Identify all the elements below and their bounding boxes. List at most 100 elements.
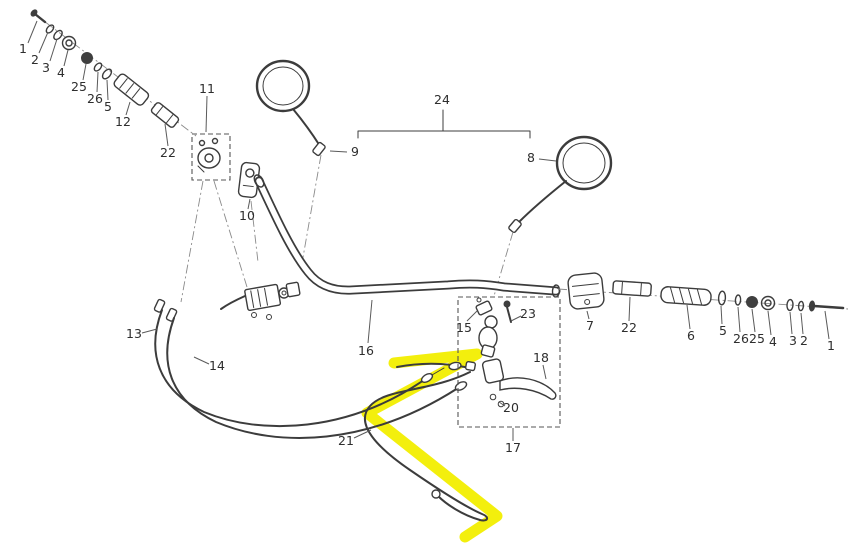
leader-22-right (628, 296, 631, 322)
dashed-box-11 (191, 133, 231, 181)
highlight-part-21 (361, 348, 503, 543)
callout-18: 18 (533, 349, 549, 365)
nut-4-right-hole (764, 299, 772, 307)
callout-20: 20 (503, 399, 519, 415)
mirror-9 (255, 59, 326, 264)
master-cylinder (220, 281, 301, 320)
leader-1-right (824, 310, 830, 340)
cap-25-right (746, 296, 758, 308)
nut-4-right (760, 295, 776, 311)
callout-26-right: 26 (733, 330, 749, 346)
leader-7 (586, 310, 590, 320)
bar-end-22-right (612, 280, 652, 297)
bolt-23 (503, 300, 512, 323)
washer-26-right (734, 294, 742, 306)
leader-10 (247, 198, 251, 210)
callout-5-right: 5 (719, 322, 727, 338)
leader-4-right (767, 310, 772, 336)
washer-5-left (101, 68, 113, 80)
brake-lever-assembly-17 (457, 296, 561, 428)
leader-8 (538, 158, 557, 162)
lever-pivot (481, 358, 505, 384)
left-fastener-stack (30, 9, 197, 137)
callout-12: 12 (115, 113, 131, 129)
leader-23 (510, 315, 522, 322)
callout-11: 11 (199, 80, 215, 96)
callout-17: 17 (505, 439, 521, 455)
callout-8: 8 (527, 149, 535, 165)
leader-lines (27, 20, 830, 441)
callout-1-left: 1 (19, 40, 27, 56)
callout-5-left: 5 (104, 98, 112, 114)
callout-6: 6 (687, 327, 695, 343)
leader-5-right (720, 305, 723, 325)
callout-2-left: 2 (31, 51, 39, 67)
nut-4-left-hole (65, 39, 73, 47)
callout-3-right: 3 (789, 332, 797, 348)
leader-3-left (49, 38, 58, 62)
leader-5-left (106, 79, 109, 101)
brake-lever-18 (499, 377, 557, 400)
nut-4-left (61, 35, 77, 51)
callout-26-left: 26 (87, 90, 103, 106)
leader-1-left (27, 20, 38, 44)
leader-14 (193, 356, 210, 365)
leader-13 (141, 328, 158, 334)
leader-12 (125, 101, 131, 116)
callout-2-right: 2 (800, 332, 808, 348)
leader-11 (205, 95, 208, 133)
leader-3-right (789, 311, 793, 335)
washer-26-left (93, 62, 103, 72)
callout-15: 15 (456, 319, 472, 335)
mount-pod-10 (237, 161, 261, 263)
washer-2-right (797, 300, 805, 312)
grip-tube-12 (113, 73, 150, 106)
leader-2-right (800, 312, 804, 335)
leader-21 (353, 429, 372, 439)
bolt-shaft-1-left (33, 12, 47, 24)
leader-4-left (63, 49, 69, 67)
callout-22-left: 22 (160, 144, 176, 160)
callout-4-right: 4 (769, 333, 777, 349)
cable-end-ring (431, 489, 441, 499)
callout-13: 13 (126, 325, 142, 341)
leader-6 (686, 304, 691, 330)
callout-21: 21 (338, 432, 354, 448)
leader-9 (329, 150, 348, 153)
leader-22-left (164, 123, 169, 147)
dashed-box-17 (457, 296, 561, 428)
grip-6 (660, 286, 712, 306)
switch-housing-7 (567, 272, 605, 310)
callout-14: 14 (209, 357, 225, 373)
callout-7: 7 (586, 317, 594, 333)
leader-25-right (751, 308, 756, 333)
callout-10: 10 (239, 207, 255, 223)
leader-26-left (96, 71, 99, 93)
perch-15 (475, 297, 493, 316)
cap-25-left (81, 52, 93, 64)
callout-9: 9 (351, 143, 359, 159)
callout-1-right: 1 (827, 337, 835, 353)
callout-25-right: 25 (749, 330, 765, 346)
right-fastener-stack (557, 272, 849, 312)
callout-24: 24 (434, 91, 450, 107)
callout-22-right: 22 (621, 319, 637, 335)
washer-3-left (53, 29, 63, 41)
leader-20 (498, 401, 506, 407)
washer-2-left (45, 24, 55, 34)
callout-25-left: 25 (71, 78, 87, 94)
bar-end-22-left (150, 102, 180, 128)
callout-16: 16 (358, 342, 374, 358)
leader-26-right (737, 306, 741, 333)
washer-5-right (717, 290, 727, 306)
switch-clamp-11 (180, 133, 248, 303)
washer-3-right (786, 298, 794, 312)
bracket-24 (357, 109, 531, 139)
screws-20 (489, 393, 505, 408)
leader-18 (542, 364, 547, 380)
leader-2-left (38, 31, 49, 54)
leader-25-left (82, 63, 87, 81)
leader-15 (466, 310, 478, 322)
